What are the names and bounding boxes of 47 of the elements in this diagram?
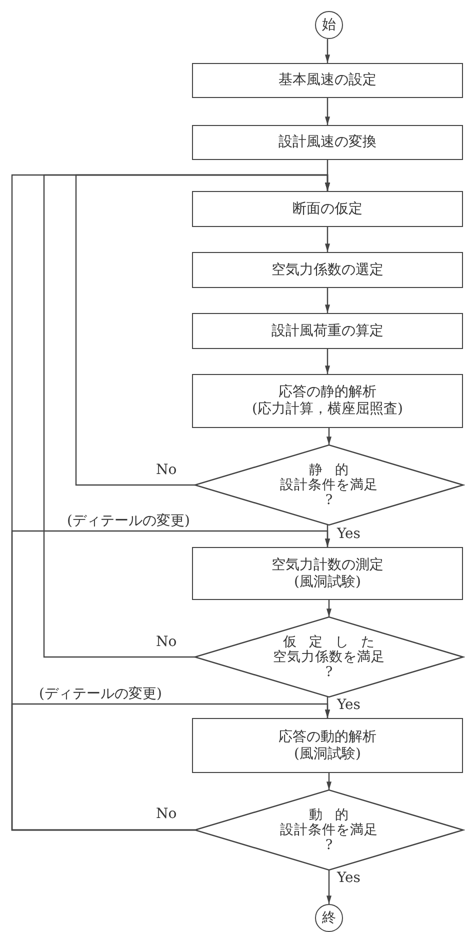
decision-text: ? xyxy=(325,838,333,852)
process-text: (風洞試験) xyxy=(294,574,361,590)
decision-text: 設計条件を満足 xyxy=(280,822,378,838)
arrow xyxy=(324,98,330,125)
decision-diamond xyxy=(195,790,463,870)
process-box xyxy=(192,252,463,288)
decision-text: 仮定した xyxy=(282,634,388,650)
process-box xyxy=(192,125,463,160)
process-text: (風洞試験) xyxy=(294,746,361,762)
arrow xyxy=(326,428,332,445)
process-text: 設計風速の変換 xyxy=(278,134,376,151)
edge-label: (ディテールの変更) xyxy=(66,513,191,529)
terminal-label: 終 xyxy=(322,910,336,926)
arrow xyxy=(324,288,330,313)
decision-diamond xyxy=(195,445,463,525)
decision-text: 空気力係数を満足 xyxy=(273,650,385,664)
arrow xyxy=(11,703,330,831)
decision-text: 設計条件を満足 xyxy=(280,478,378,492)
decision-text: ? xyxy=(325,492,333,508)
arrow xyxy=(324,39,330,63)
process-text: 空気力係数の選定 xyxy=(272,262,384,278)
decision-diamond xyxy=(195,617,463,697)
terminal-circle xyxy=(315,11,343,39)
process-box xyxy=(192,718,463,773)
arrow xyxy=(326,773,332,790)
arrow xyxy=(326,870,332,904)
terminal-label: 始 xyxy=(322,16,336,34)
process-box xyxy=(192,374,463,428)
terminal-circle xyxy=(315,904,343,932)
process-text: 空気力計数の測定 xyxy=(272,556,384,574)
decision-text: 静的 xyxy=(308,462,362,478)
arrow xyxy=(324,349,330,374)
process-text: 応答の動的解析 xyxy=(278,728,376,746)
process-text: 断面の仮定 xyxy=(292,200,362,218)
process-box xyxy=(192,547,463,600)
process-text: 基本風速の設定 xyxy=(278,72,376,89)
decision-text: 動的 xyxy=(308,808,362,822)
process-text: (応力計算，横座屈照査) xyxy=(252,401,403,418)
arrow xyxy=(324,227,330,252)
process-text: 設計風荷重の算定 xyxy=(272,322,384,340)
decision-text: ? xyxy=(325,664,333,680)
arrow xyxy=(326,600,332,617)
process-text: 応答の静的解析 xyxy=(278,384,376,401)
process-box xyxy=(192,63,463,98)
process-box xyxy=(192,191,463,227)
process-box xyxy=(192,313,463,349)
edge-label: (ディテールの変更) xyxy=(38,686,163,702)
